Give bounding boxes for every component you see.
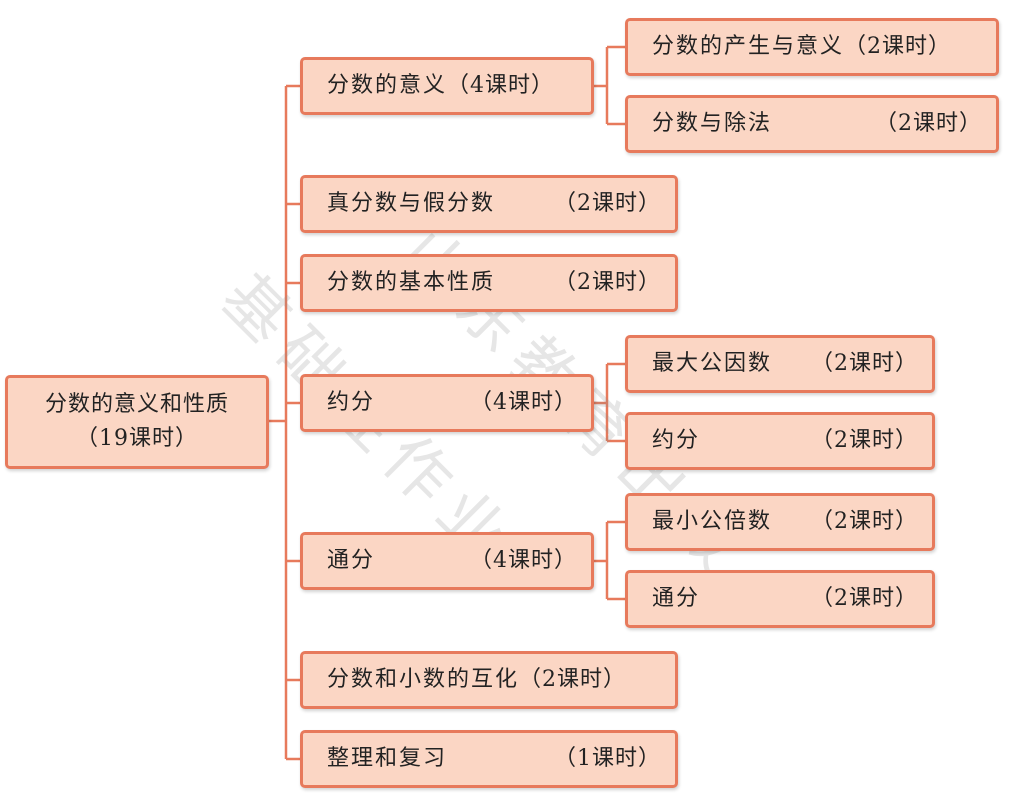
root-hours: （19课时） xyxy=(76,426,198,451)
topic-name: 约分 xyxy=(327,390,376,415)
subtopic-hours: （2课时） xyxy=(811,586,918,611)
topic-hours: （4课时） xyxy=(470,548,577,573)
subtopic-name: 分数与除法 xyxy=(652,111,773,136)
topic-name: 真分数与假分数 xyxy=(327,191,496,216)
topic-name: 分数的意义 xyxy=(327,73,448,98)
subtopic-hours: （2课时） xyxy=(811,351,918,376)
subtopic-name: 约分 xyxy=(652,428,701,453)
topic-node-common-denominator: 通分 （4课时） xyxy=(300,532,594,590)
topic-name: 通分 xyxy=(327,548,376,573)
topic-node-meaning: 分数的意义 （4课时） xyxy=(300,57,594,115)
subtopic-node-common: 通分 （2课时） xyxy=(625,570,935,628)
subtopic-node-division: 分数与除法 （2课时） xyxy=(625,95,999,153)
subtopic-name: 最大公因数 xyxy=(652,351,773,376)
subtopic-hours: （2课时） xyxy=(811,428,918,453)
topic-hours: （2课时） xyxy=(554,270,661,295)
topic-name: 分数和小数的互化 xyxy=(327,667,520,692)
topic-name: 分数的基本性质 xyxy=(327,270,496,295)
topic-hours: （2课时） xyxy=(519,667,627,692)
root-node: 分数的意义和性质 （19课时） xyxy=(5,375,269,469)
subtopic-name: 分数的产生与意义 xyxy=(652,34,845,59)
subtopic-node-gcf: 最大公因数 （2课时） xyxy=(625,335,935,393)
subtopic-hours: （2课时） xyxy=(811,509,918,534)
topic-name: 整理和复习 xyxy=(327,746,448,771)
subtopic-node-origin: 分数的产生与意义 （2课时） xyxy=(625,18,999,76)
root-title: 分数的意义和性质 xyxy=(44,391,229,417)
topic-node-fraction-decimal: 分数和小数的互化 （2课时） xyxy=(300,651,678,709)
topic-node-basic-property: 分数的基本性质 （2课时） xyxy=(300,254,678,312)
topic-node-reduction: 约分 （4课时） xyxy=(300,374,594,432)
topic-hours: （4课时） xyxy=(470,390,577,415)
subtopic-name: 通分 xyxy=(652,586,701,611)
subtopic-node-reduce: 约分 （2课时） xyxy=(625,412,935,470)
topic-hours: （2课时） xyxy=(554,191,661,216)
topic-hours: （4课时） xyxy=(447,73,555,98)
subtopic-name: 最小公倍数 xyxy=(652,509,773,534)
subtopic-hours: （2课时） xyxy=(875,111,982,136)
topic-node-proper-improper: 真分数与假分数 （2课时） xyxy=(300,175,678,233)
topic-hours: （1课时） xyxy=(554,746,661,771)
subtopic-node-lcm: 最小公倍数 （2课时） xyxy=(625,493,935,551)
topic-node-review: 整理和复习 （1课时） xyxy=(300,730,678,788)
subtopic-hours: （2课时） xyxy=(844,34,952,59)
